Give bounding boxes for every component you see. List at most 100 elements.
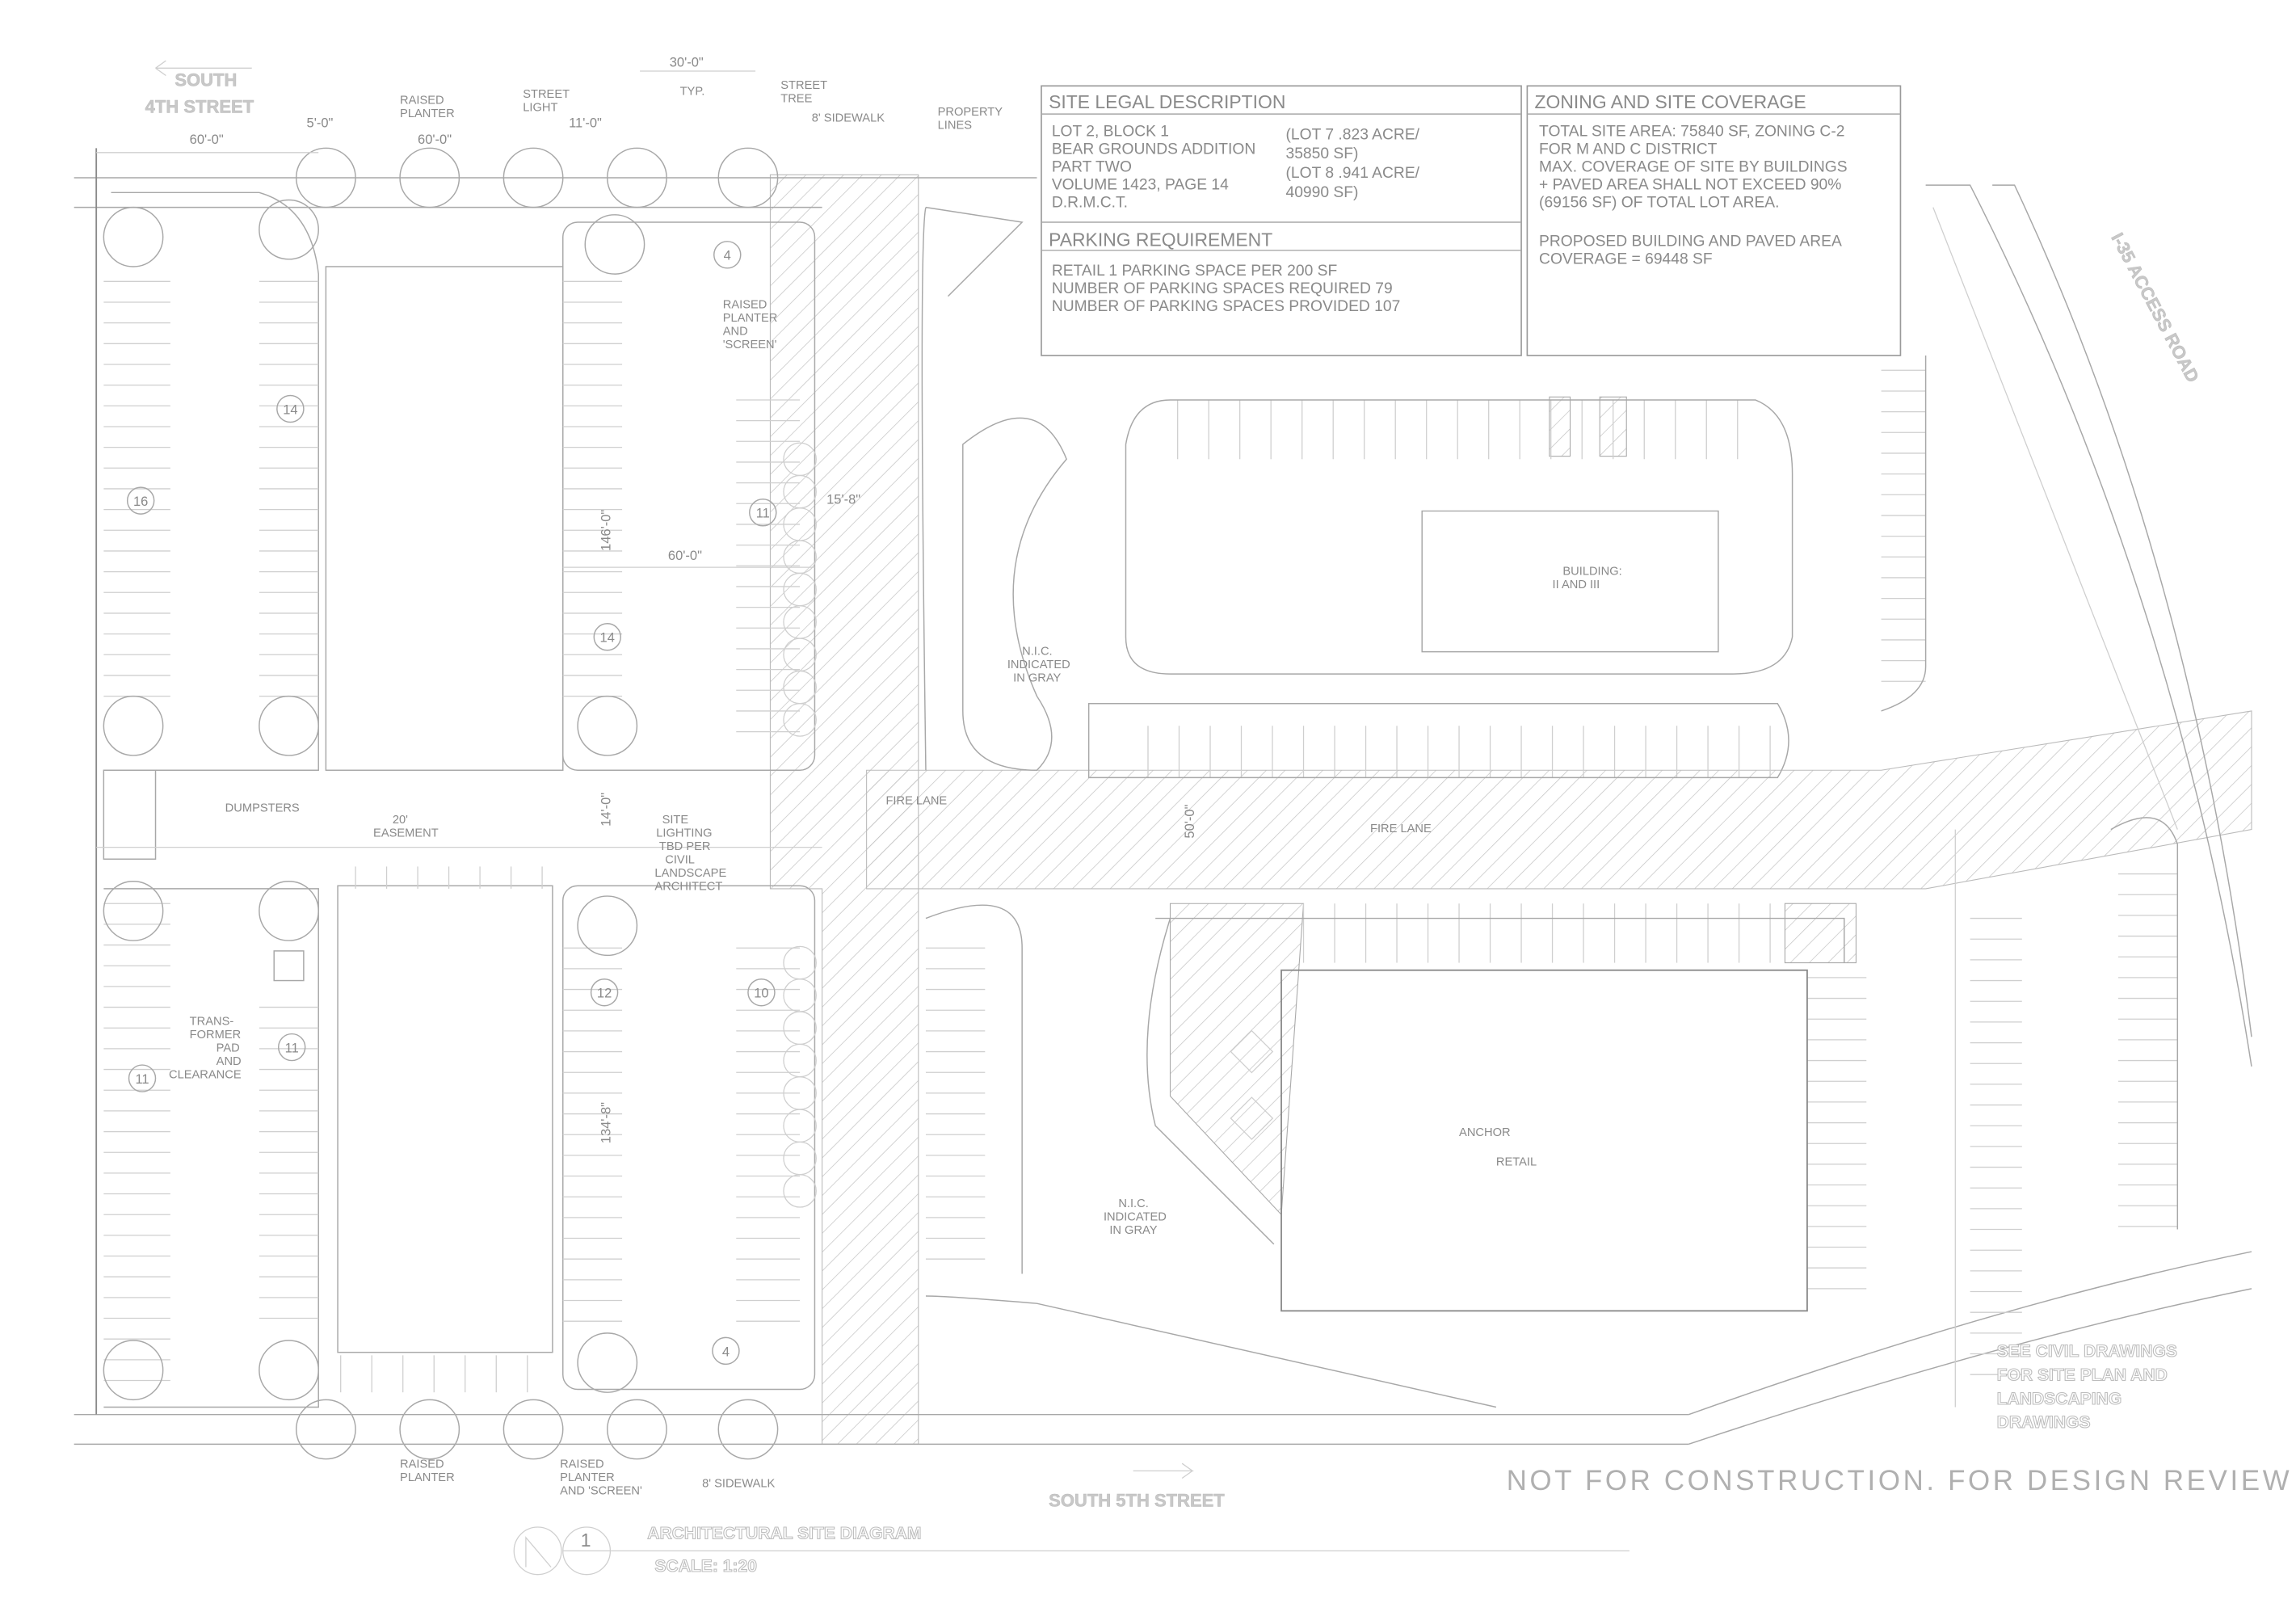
- civil-note: SEE CIVIL DRAWINGS FOR SITE PLAN AND LAN…: [1996, 1342, 2177, 1433]
- tree-icon: [717, 147, 779, 208]
- zoning-lines: TOTAL SITE AREA: 75840 SF, ZONING C-2 FO…: [1539, 124, 1848, 268]
- zoning-heading: ZONING AND SITE COVERAGE: [1535, 91, 1806, 112]
- space-count-label: 11: [756, 507, 770, 521]
- tree-icon: [503, 1399, 564, 1460]
- space-count-bubble: [749, 499, 777, 527]
- dimension: 60'-0": [190, 133, 224, 147]
- fire-lane-horizontal: [866, 710, 2252, 890]
- space-count-label: 10: [754, 987, 768, 1001]
- tree-icon: [103, 695, 164, 756]
- callout-sidewalk: 8' SIDEWALK: [702, 1478, 775, 1491]
- callout-easement: 20': [393, 814, 408, 827]
- dimension: 5'-0": [307, 116, 334, 131]
- tree-icon: [607, 147, 667, 208]
- watermark: NOT FOR CONSTRUCTION. FOR DESIGN REVIEW …: [1507, 1465, 2296, 1496]
- north-arrow-icon: [513, 1526, 562, 1576]
- tree-icon: [103, 881, 164, 941]
- tree-icon: [103, 206, 164, 267]
- space-count-bubble: [593, 623, 621, 651]
- parking-heading: PARKING REQUIREMENT: [1049, 229, 1272, 250]
- svg-text:TOTAL SITE AREA: 75840 SF, ZON: TOTAL SITE AREA: 75840 SF, ZONING C-2: [1539, 124, 1844, 141]
- svg-text:DRAWINGS: DRAWINGS: [1997, 1413, 2091, 1432]
- dimension: 146'-0": [599, 510, 613, 551]
- svg-text:NUMBER OF PARKING SPACES REQUI: NUMBER OF PARKING SPACES REQUIRED 79: [1052, 280, 1393, 297]
- svg-text:RAISED: RAISED: [560, 1458, 604, 1471]
- shrub-icon: [783, 978, 817, 1012]
- callout-dumpsters: DUMPSTERS: [225, 802, 300, 815]
- svg-text:PLANTER: PLANTER: [723, 312, 778, 325]
- svg-text:LANDSCAPING: LANDSCAPING: [1997, 1390, 2122, 1408]
- svg-text:LIGHTING: LIGHTING: [656, 827, 712, 840]
- building-bottom-label: RETAIL: [1496, 1156, 1537, 1169]
- tree-icon: [259, 1340, 319, 1401]
- svg-text:FORMER: FORMER: [190, 1029, 242, 1042]
- callout-fire-lane: FIRE LANE: [885, 794, 947, 807]
- tree-icon: [577, 895, 638, 957]
- callout-raised-planter: PLANTER: [400, 107, 455, 120]
- tree-icon: [717, 1399, 779, 1460]
- svg-text:TBD PER: TBD PER: [659, 840, 711, 853]
- street-access-road: I-35 ACCESS ROAD: [2107, 229, 2203, 385]
- space-count-bubble: [276, 394, 305, 423]
- tree-icon: [259, 881, 319, 941]
- shrub-icon: [783, 1011, 817, 1046]
- tree-icon: [259, 695, 319, 756]
- svg-text:N.I.C.: N.I.C.: [1022, 645, 1052, 658]
- svg-text:40990 SF): 40990 SF): [1286, 184, 1359, 201]
- tree-icon: [607, 1399, 667, 1460]
- svg-text:PAD: PAD: [217, 1042, 240, 1055]
- svg-text:RAISED: RAISED: [723, 298, 767, 311]
- svg-text:(69156 SF) OF TOTAL LOT AREA.: (69156 SF) OF TOTAL LOT AREA.: [1539, 195, 1779, 212]
- dimension: 50'-0": [1183, 804, 1197, 838]
- dimension: 30'-0": [670, 55, 704, 69]
- svg-text:PLANTER: PLANTER: [560, 1471, 615, 1484]
- space-count-label: 14: [600, 631, 615, 646]
- parking-lines: RETAIL 1 PARKING SPACE PER 200 SF NUMBER…: [1052, 263, 1400, 315]
- svg-text:SEE CIVIL DRAWINGS: SEE CIVIL DRAWINGS: [1997, 1342, 2177, 1361]
- svg-text:AND: AND: [217, 1055, 242, 1068]
- space-count-bubble: [590, 978, 619, 1007]
- callout-street-tree: TREE: [780, 92, 812, 105]
- space-count-label: 11: [285, 1041, 299, 1055]
- svg-text:INDICATED: INDICATED: [1007, 659, 1070, 671]
- dimension: 11'-0": [569, 116, 602, 131]
- dimension: 14'-0": [599, 793, 613, 827]
- tree-icon: [295, 1399, 356, 1460]
- building-bottom-label: ANCHOR: [1459, 1126, 1511, 1139]
- nic-hatched-stall: [1784, 903, 1857, 964]
- building-top-label: II AND III: [1553, 579, 1600, 591]
- tree-icon: [259, 199, 319, 260]
- space-count-bubble: [277, 1033, 306, 1062]
- parking-stalls: [103, 280, 2178, 1393]
- site-legal-heading: SITE LEGAL DESCRIPTION: [1049, 91, 1285, 112]
- svg-text:D.R.M.C.T.: D.R.M.C.T.: [1052, 195, 1128, 212]
- callout-fire-lane: FIRE LANE: [1370, 823, 1432, 835]
- callout-street-light: STREET: [523, 88, 570, 101]
- svg-text:TRANS-: TRANS-: [190, 1016, 234, 1029]
- callout-property-lines: LINES: [938, 119, 973, 132]
- svg-text:'SCREEN': 'SCREEN': [723, 339, 777, 351]
- tree-icon: [577, 1332, 638, 1393]
- svg-text:(LOT 8 .941 ACRE/: (LOT 8 .941 ACRE/: [1286, 165, 1420, 182]
- building-bottom: [1280, 969, 1808, 1312]
- nic-hatched-area: [1169, 903, 1305, 1216]
- space-count-bubble: [128, 1064, 157, 1092]
- shrub-icon: [783, 1141, 817, 1176]
- arrow-left-icon: [155, 60, 252, 77]
- svg-text:+ PAVED AREA SHALL NOT EXCEED: + PAVED AREA SHALL NOT EXCEED 90%: [1539, 177, 1841, 194]
- callout-street-light: LIGHT: [523, 101, 557, 114]
- dimension: 134'-8": [599, 1102, 613, 1143]
- svg-text:FOR SITE PLAN AND: FOR SITE PLAN AND: [1997, 1366, 2168, 1385]
- svg-text:COVERAGE = 69448 SF: COVERAGE = 69448 SF: [1539, 250, 1713, 267]
- space-count-bubble: [713, 241, 742, 269]
- svg-text:RAISED: RAISED: [400, 1458, 444, 1471]
- svg-text:VOLUME 1423, PAGE 14: VOLUME 1423, PAGE 14: [1052, 177, 1229, 194]
- zoning-box: [1526, 85, 1902, 356]
- svg-text:INDICATED: INDICATED: [1104, 1211, 1167, 1224]
- svg-text:MAX. COVERAGE OF SITE BY BUILD: MAX. COVERAGE OF SITE BY BUILDINGS: [1539, 159, 1848, 176]
- space-count-label: 12: [597, 987, 612, 1001]
- svg-text:ARCHITECT: ARCHITECT: [654, 881, 722, 894]
- nic-hatched-stall: [1549, 396, 1571, 457]
- svg-text:IN GRAY: IN GRAY: [1013, 671, 1061, 684]
